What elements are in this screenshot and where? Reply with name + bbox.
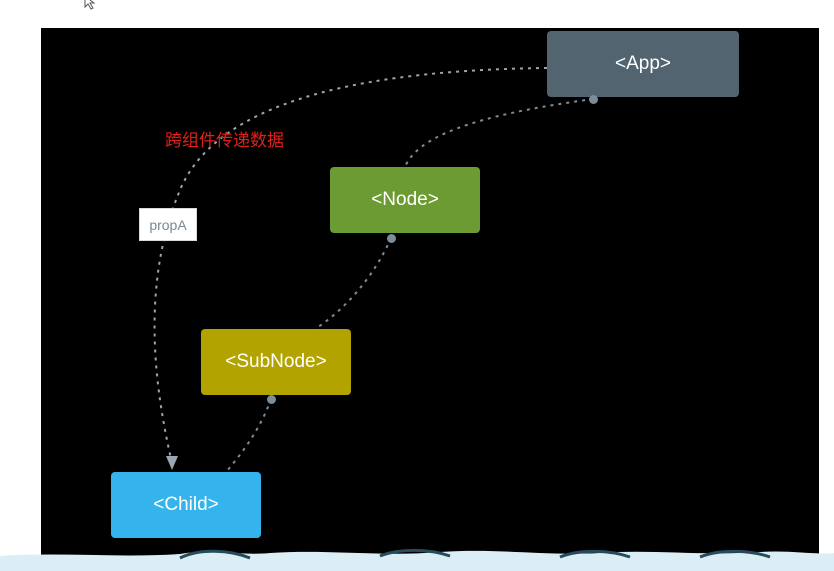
app-node: <App> [547,31,739,97]
child-node: <Child> [111,472,261,538]
subnode-node: <SubNode> [201,329,351,395]
subnode-child-connector [225,398,272,473]
node-connector-dot [387,234,396,243]
mouse-pointer-icon [84,0,96,10]
prop-arrow-path [153,67,548,464]
prop-label: propA [139,208,197,241]
subnode-connector-dot [267,395,276,404]
app-node-connector [404,98,594,168]
arrowhead-icon [166,456,178,470]
app-connector-dot [589,95,598,104]
diagram-canvas [41,28,819,558]
node-node: <Node> [330,167,480,233]
annotation-text: 跨组件传递数据 [165,131,284,151]
